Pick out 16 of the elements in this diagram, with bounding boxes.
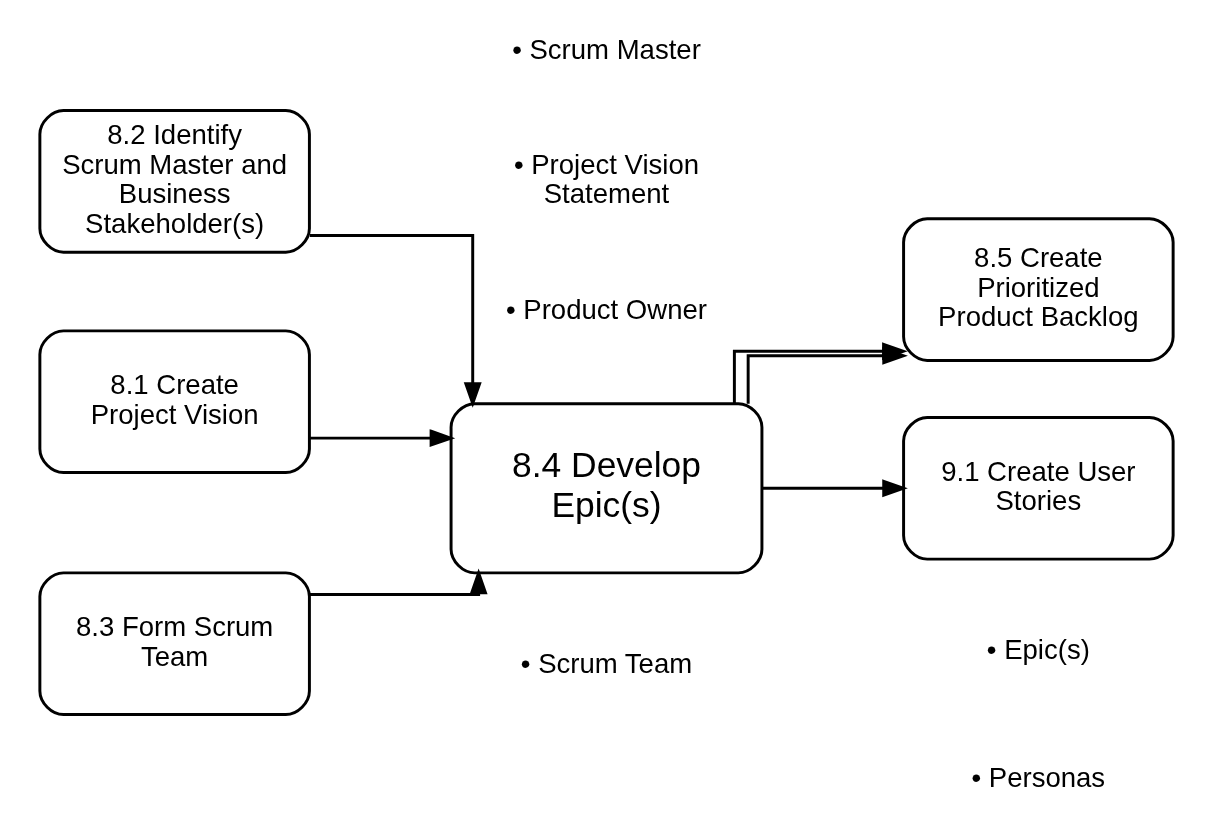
label: • Epic(s) <box>986 633 1090 665</box>
label: • Scrum Master <box>511 33 701 65</box>
label: • Scrum Team <box>520 647 692 679</box>
node-box: 8.3 Form Scrum Team <box>37 571 311 717</box>
arrow <box>309 429 455 448</box>
node-box: 8.2 Identify Scrum Master and Business Stakeholder(s) <box>37 109 311 254</box>
arrow <box>309 234 482 408</box>
label: • Product Owner <box>505 293 707 325</box>
node-box: 8.5 Create Prioritized Product Backlog <box>901 217 1175 362</box>
label: • Personas <box>971 761 1105 793</box>
label: • Project Vision Statement <box>513 148 699 210</box>
node-box: 8.4 Develop Epic(s) <box>449 402 763 575</box>
arrow <box>309 568 488 596</box>
arrow <box>761 479 908 498</box>
node-box: 9.1 Create User Stories <box>901 416 1175 561</box>
node-box: 8.1 Create Project Vision <box>37 329 311 475</box>
